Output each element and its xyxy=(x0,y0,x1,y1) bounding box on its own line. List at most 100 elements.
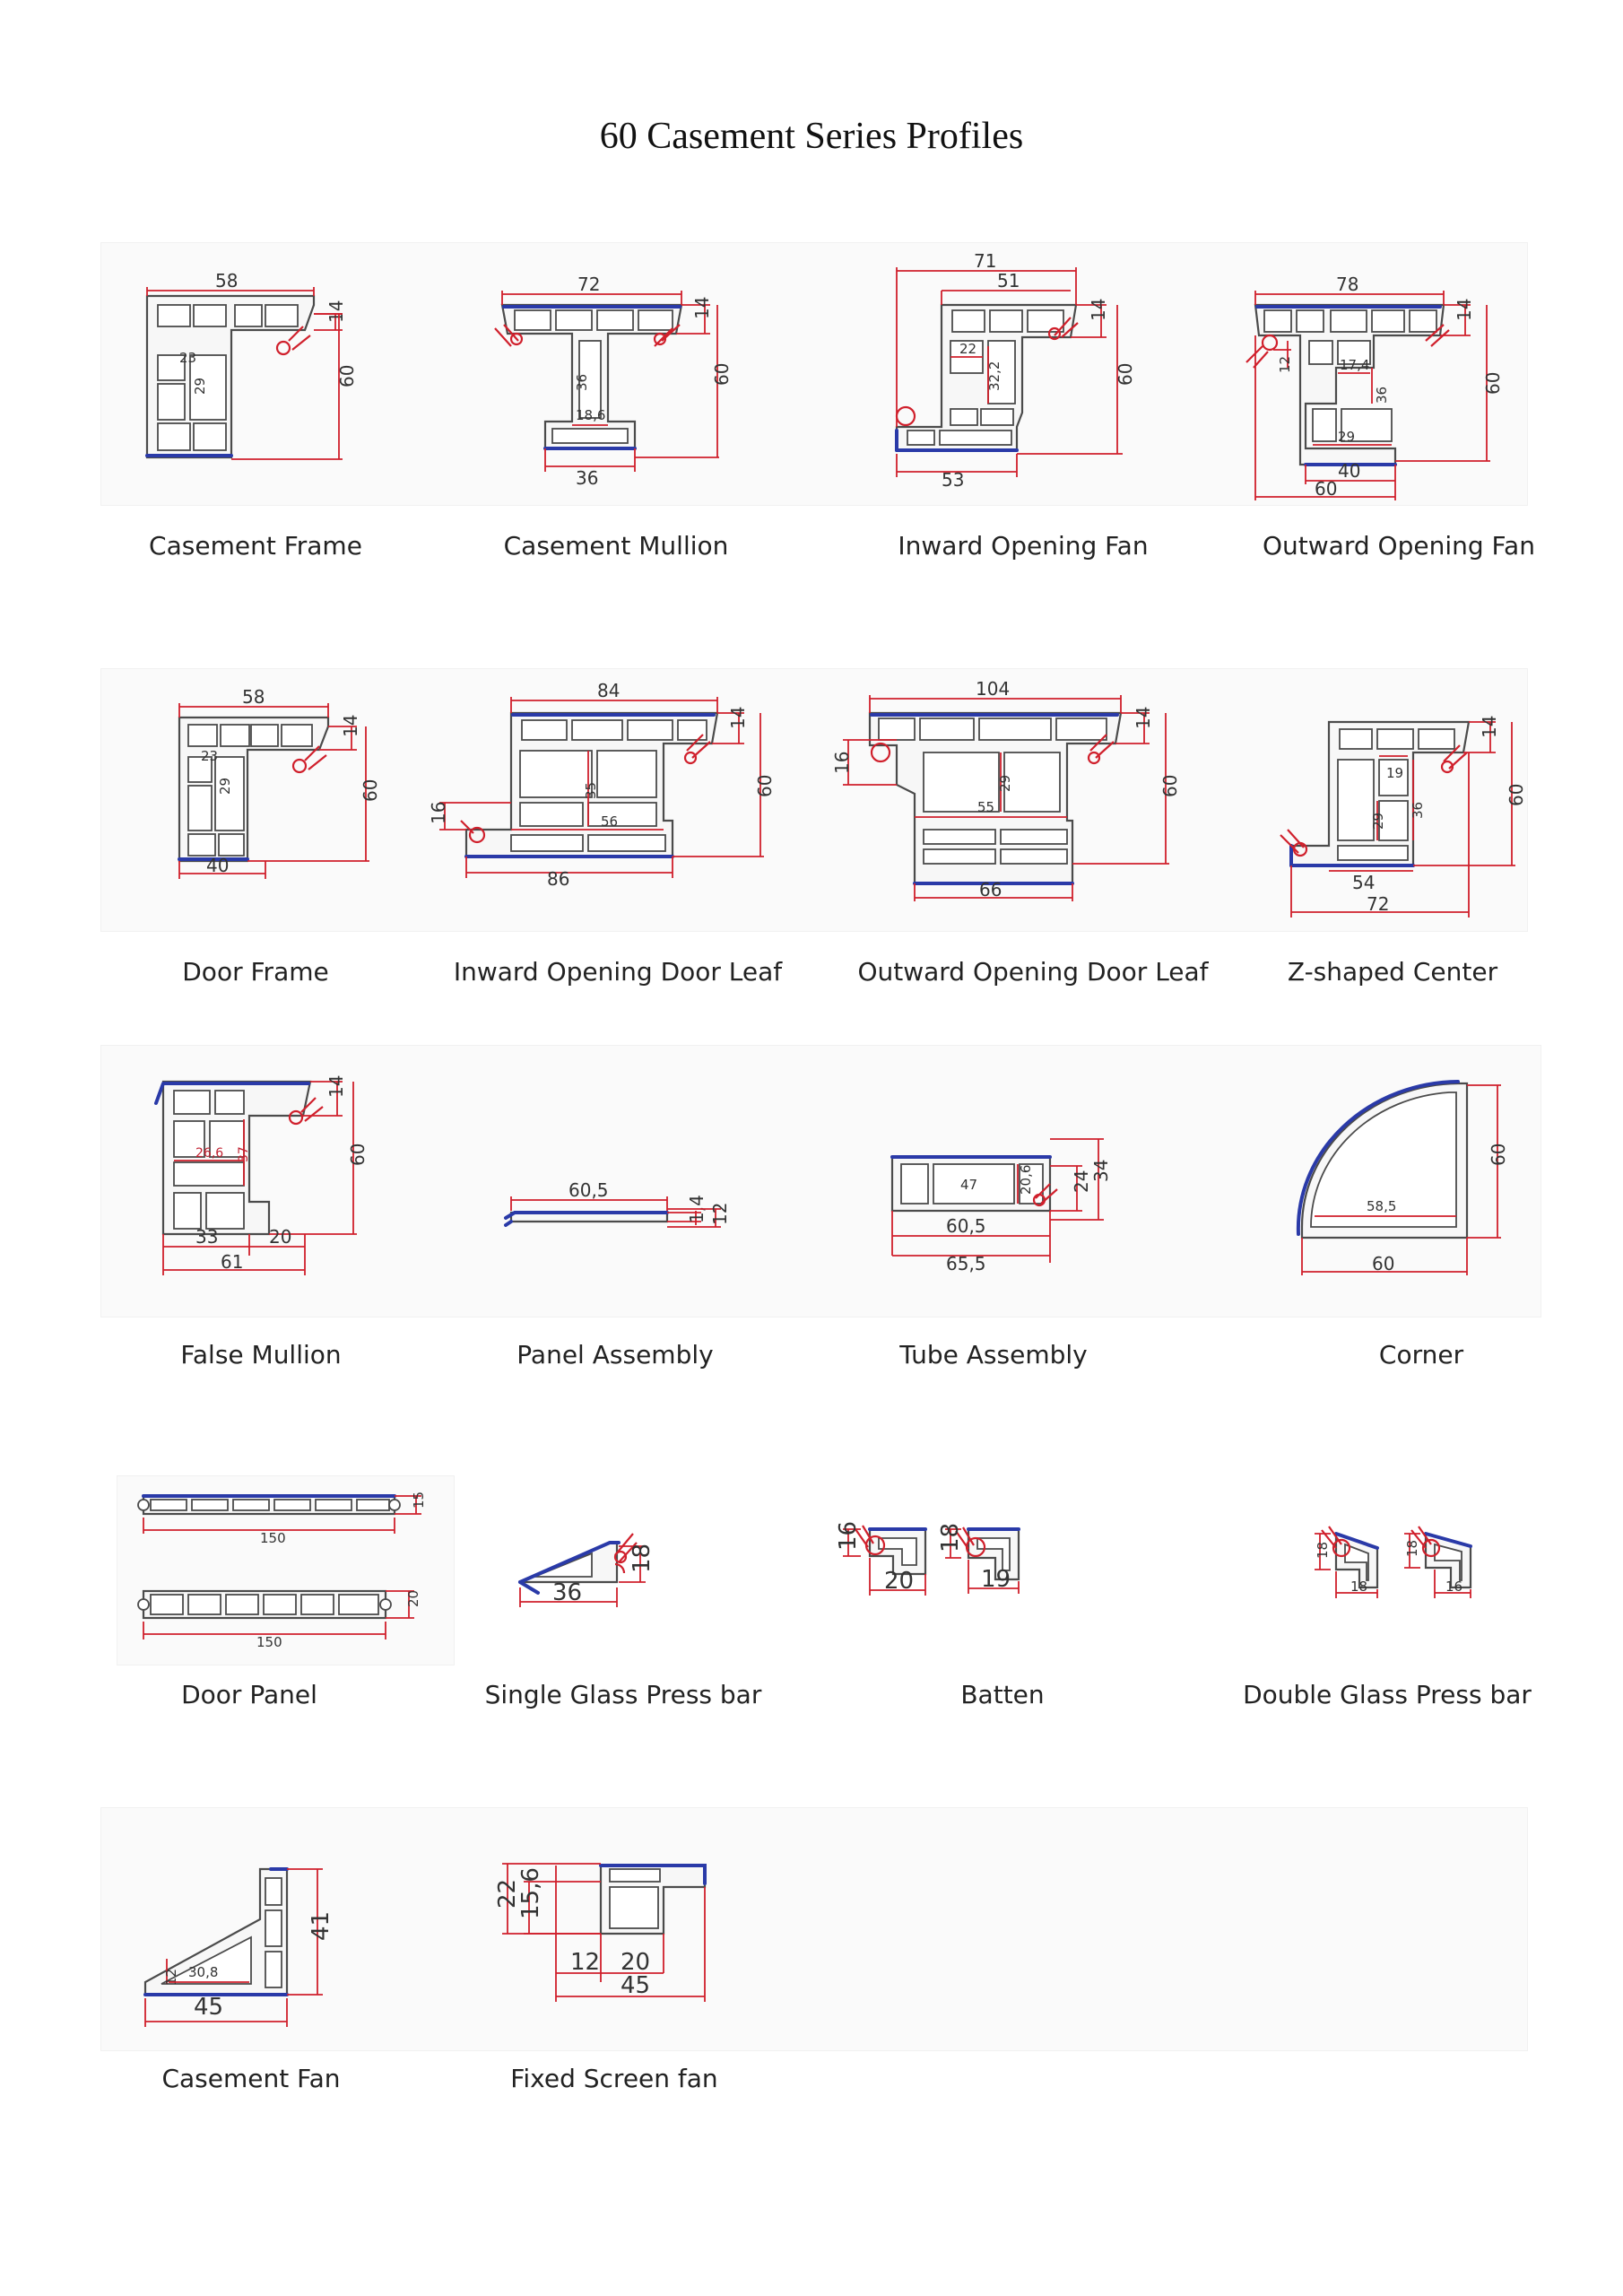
dim-label: 65,5 xyxy=(946,1253,986,1274)
dim-label: 40 xyxy=(1338,460,1360,482)
dim-label: 19 xyxy=(1386,765,1403,781)
dim-label: 29 xyxy=(192,378,208,395)
caption-inward-opening-fan: Inward Opening Fan xyxy=(898,531,1149,561)
dim-label: 58,5 xyxy=(1367,1198,1396,1214)
dim-label: 60 xyxy=(347,1144,369,1166)
dim-label: 36 xyxy=(552,1579,582,1606)
profile-drawing-casement-mullion: 72 14 60 36 18,6 36 xyxy=(494,274,733,489)
dim-label: 14 xyxy=(1088,299,1109,321)
caption-z-shaped-center: Z-shaped Center xyxy=(1287,957,1498,987)
caption-fixed-screen-fan: Fixed Screen fan xyxy=(510,2064,718,2093)
dim-label: 60 xyxy=(1482,372,1504,395)
dim-label: 45 xyxy=(194,1994,223,2021)
dim-label: 20 xyxy=(884,1568,914,1595)
dim-label: 29 xyxy=(997,775,1013,792)
dim-label: 22 xyxy=(494,1879,521,1909)
dim-label: 16 xyxy=(428,802,449,824)
dim-label: 36 xyxy=(1410,802,1426,819)
caption-casement-mullion: Casement Mullion xyxy=(503,531,729,561)
dim-label: 61 xyxy=(221,1251,243,1273)
dim-label: 33 xyxy=(195,1226,218,1248)
row-2-panel xyxy=(100,668,1528,932)
dim-label: 23 xyxy=(179,350,196,366)
profile-drawing-double-glass-press-bar: 18 18 18 16 xyxy=(1315,1526,1472,1598)
dim-label: 104 xyxy=(976,678,1010,700)
dim-label: 72 xyxy=(577,274,600,295)
dim-label: 53 xyxy=(942,469,964,491)
dim-label: 86 xyxy=(547,868,569,890)
dim-label: 60 xyxy=(1115,363,1136,386)
dim-label: 20 xyxy=(621,1949,650,1976)
profile-drawing-door-frame: 58 14 60 23 29 40 xyxy=(178,686,381,879)
dim-label: 36 xyxy=(574,374,590,391)
dim-label: 20 xyxy=(269,1226,291,1248)
dim-label: 15 xyxy=(411,1492,427,1509)
caption-single-glass-press-bar: Single Glass Press bar xyxy=(484,1680,762,1709)
caption-door-frame: Door Frame xyxy=(182,957,329,987)
dim-label: 41 xyxy=(308,1911,334,1941)
caption-corner: Corner xyxy=(1378,1340,1464,1370)
caption-casement-fan: Casement Fan xyxy=(161,2064,341,2093)
dim-label: 56 xyxy=(601,813,618,830)
profile-drawing-inward-opening-door-leaf: 84 14 60 16 35 56 86 xyxy=(428,680,776,890)
profile-drawing-corner: 60 58,5 60 xyxy=(1296,1080,1509,1275)
dim-label: 60 xyxy=(1372,1253,1394,1274)
dim-label: 78 xyxy=(1336,274,1358,295)
profile-drawing-casement-fan: 41 12 30,8 45 xyxy=(143,1867,334,2027)
dim-label: 16 xyxy=(831,752,853,774)
page-title: 60 Casement Series Profiles xyxy=(599,116,1024,157)
dim-label: 18 xyxy=(937,1523,964,1552)
dim-label: 54 xyxy=(1352,872,1375,893)
dim-label: 150 xyxy=(260,1530,286,1546)
dim-label: 16 xyxy=(1445,1578,1462,1595)
dim-label: 19 xyxy=(981,1566,1011,1593)
dim-label: 18 xyxy=(1404,1540,1420,1557)
dim-label: 36 xyxy=(1374,387,1390,404)
dim-label: 58 xyxy=(215,270,238,291)
dim-label: 12 xyxy=(709,1203,731,1225)
dim-label: 37 xyxy=(237,1146,251,1162)
dim-label: 14 xyxy=(691,297,713,319)
caption-outward-opening-door-leaf: Outward Opening Door Leaf xyxy=(857,957,1209,987)
profile-drawing-single-glass-press-bar: 18 36 xyxy=(518,1533,655,1607)
dim-label: 14 xyxy=(1479,716,1500,738)
dim-label: 36 xyxy=(576,467,598,489)
caption-double-glass-press-bar: Double Glass Press bar xyxy=(1243,1680,1532,1709)
dim-label: 150 xyxy=(256,1634,282,1650)
dim-label: 45 xyxy=(621,1972,650,1999)
dim-label: 66 xyxy=(979,879,1002,900)
dim-label: 60 xyxy=(336,365,358,387)
dim-label: 71 xyxy=(974,250,996,272)
dim-label: 29 xyxy=(1370,813,1386,830)
dim-label: 12 xyxy=(1277,356,1293,373)
profile-drawing-tube-assembly: 47 20,6 24 34 60,5 65,5 xyxy=(890,1138,1112,1274)
dim-label: 29 xyxy=(217,778,233,795)
dim-label: 60,5 xyxy=(946,1215,986,1237)
profile-drawing-fixed-screen-fan: 22 15,6 12 20 45 xyxy=(494,1863,707,2002)
row-5-panel xyxy=(100,1807,1528,2051)
dim-label: 51 xyxy=(997,270,1020,291)
dim-label: 60 xyxy=(1506,784,1527,806)
dim-label: 35 xyxy=(583,782,599,799)
dim-label: 17,4 xyxy=(1340,357,1369,373)
dim-label: 34 xyxy=(1090,1160,1112,1182)
dim-label: 60 xyxy=(1488,1144,1509,1166)
dim-label: 14 xyxy=(325,300,347,323)
caption-outward-opening-fan: Outward Opening Fan xyxy=(1263,531,1535,561)
dim-label: 72 xyxy=(1367,893,1389,915)
caption-batten: Batten xyxy=(960,1680,1045,1709)
dim-label: 20 xyxy=(405,1590,421,1607)
dim-label: 15,6 xyxy=(517,1867,544,1919)
dim-label: 55 xyxy=(977,799,994,815)
dim-label: 12 xyxy=(163,1969,179,1986)
dim-label: 24 xyxy=(1071,1170,1092,1193)
dim-label: 14 xyxy=(1454,299,1475,321)
dim-label: 14 xyxy=(1133,707,1154,729)
dim-label: 40 xyxy=(206,855,229,876)
dim-label: 32,2 xyxy=(986,361,1002,391)
dim-label: 12 xyxy=(570,1949,600,1976)
dim-label: 60,5 xyxy=(568,1179,609,1201)
profile-drawing-false-mullion: 14 60 37 26,6 33 20 61 xyxy=(154,1075,369,1275)
dim-label: 16 xyxy=(835,1521,862,1551)
profile-drawing-inward-opening-fan: 71 51 14 60 22 32,2 53 xyxy=(895,250,1136,491)
